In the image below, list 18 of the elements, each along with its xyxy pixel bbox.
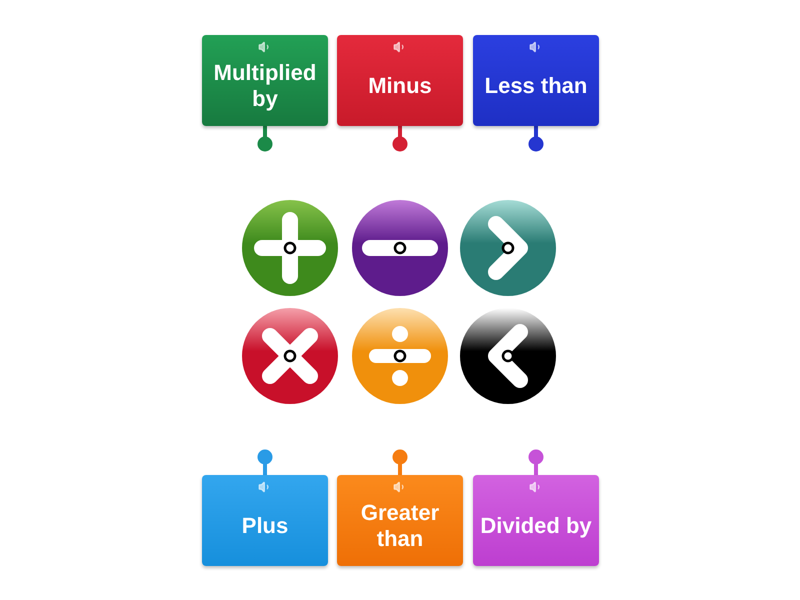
card-label: Divided by <box>479 513 593 539</box>
multiply-sign-icon <box>242 308 338 404</box>
card-label: Greater than <box>360 500 440 552</box>
greater-than-sign-icon <box>460 200 556 296</box>
label-card <box>337 475 463 566</box>
plus-sign-icon <box>242 200 338 296</box>
label-card <box>473 35 599 126</box>
card-label: Less than <box>484 73 588 99</box>
minus-sign-icon <box>352 200 448 296</box>
divide-sign-icon <box>352 308 448 404</box>
label-card <box>473 475 599 566</box>
card-label: Multiplied by <box>212 60 318 112</box>
less-than-sign-icon <box>460 308 556 404</box>
label-card <box>202 35 328 126</box>
label-card <box>337 35 463 126</box>
card-label: Plus <box>240 513 290 539</box>
card-label: Minus <box>367 73 433 99</box>
label-card <box>202 475 328 566</box>
